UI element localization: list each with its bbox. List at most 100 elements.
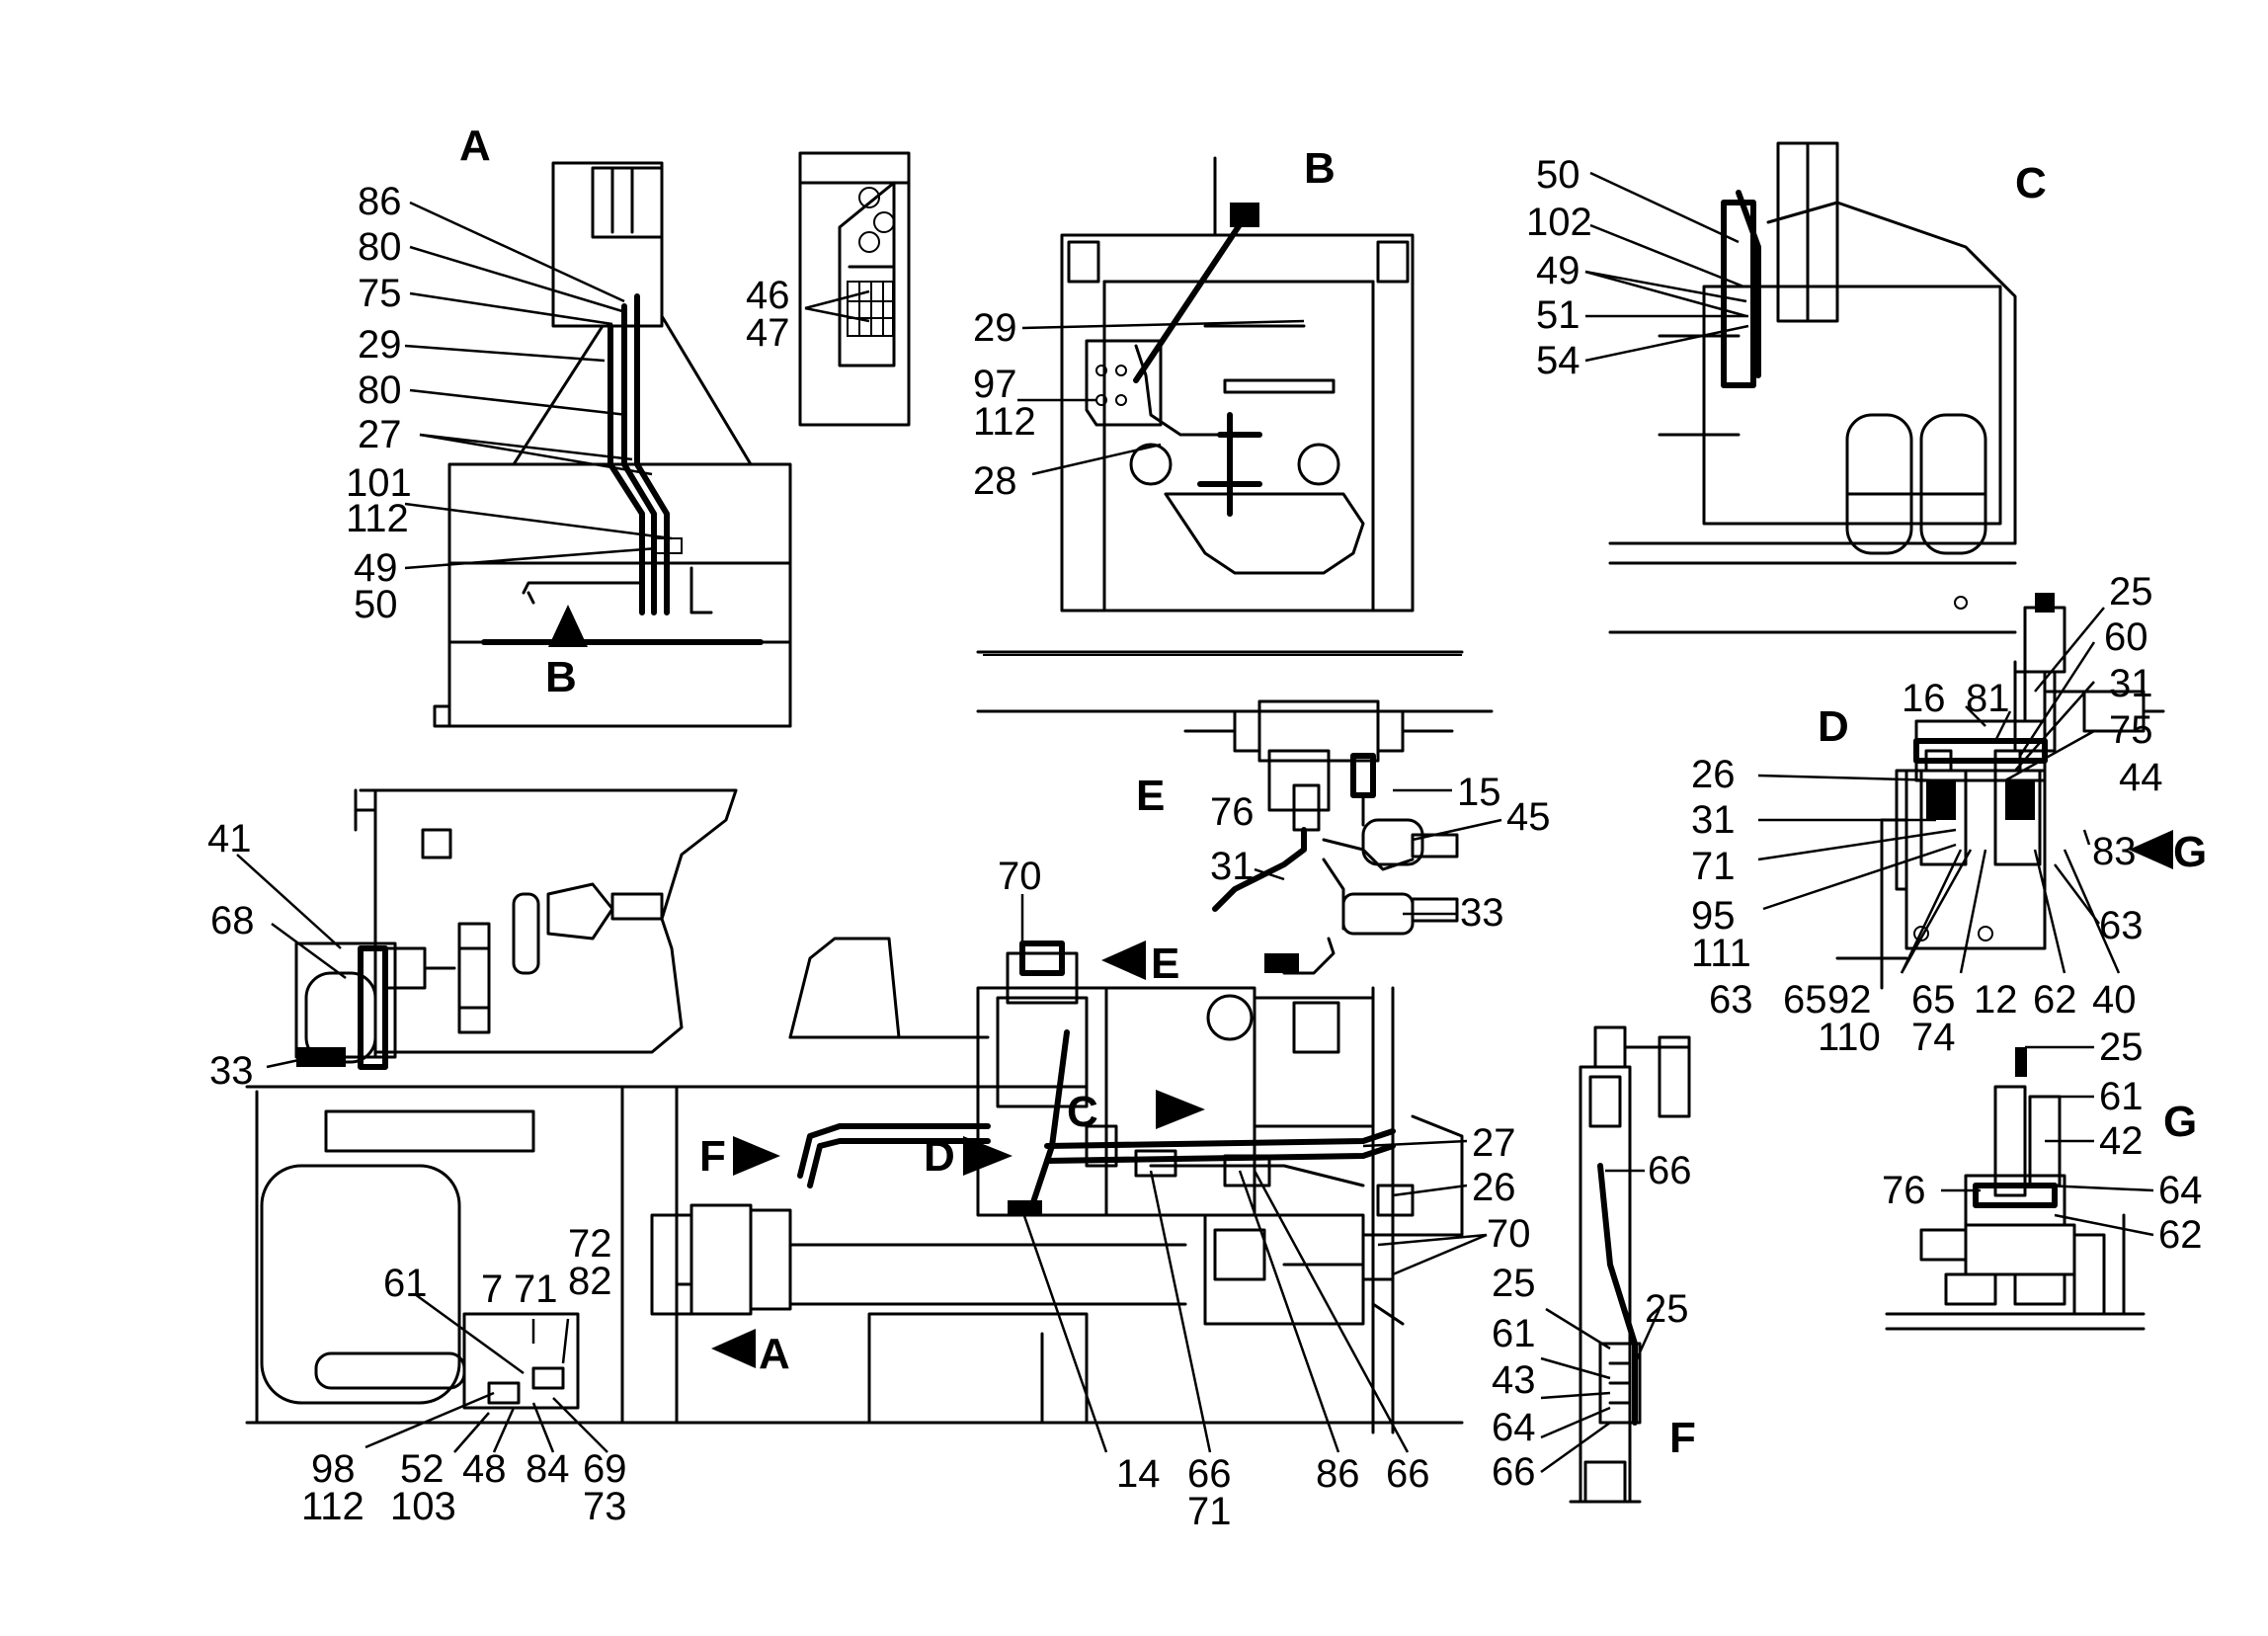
callout: 14 [1116,1452,1161,1496]
callout: 95 [1691,894,1736,938]
callout: 70 [998,855,1042,898]
callout: 45 [1506,795,1551,839]
view-marker-arrows [548,605,2173,1368]
view-f-callouts: 66 25 25 61 43 64 66 [1492,1149,1692,1494]
side-view-drawing [294,788,738,1070]
callout: 112 [346,497,409,540]
callout: 101 [346,461,412,505]
callout: 15 [1457,771,1501,814]
main-view-drawing [245,650,1494,1434]
marker-c-label: C [1067,1088,1098,1136]
view-c-callouts: 50 102 49 51 54 [1526,153,1592,382]
callout: 71 [514,1268,558,1311]
callout: 111 [1691,932,1751,975]
callout: 29 [973,306,1017,350]
callout: 25 [1645,1287,1689,1331]
callout: 50 [354,583,398,626]
view-f-label: F [1669,1414,1696,1462]
callout: 112 [301,1485,364,1528]
callout: 46 [746,274,790,317]
callout: 27 [358,413,402,456]
callout: 29 [358,323,402,367]
callout: 41 [207,817,252,860]
cab-area-callouts: 72 82 61 7 71 98 112 52 103 48 84 69 73 [301,1222,627,1528]
callout: 61 [2099,1075,2144,1118]
view-g-callouts: 25 61 42 76 64 62 [1882,1025,2203,1257]
marker-b-label: B [545,653,577,701]
callout: 40 [2092,978,2137,1022]
view-e-callouts: 15 76 45 31 33 [1210,771,1551,935]
marker-d-arrow [963,1136,1012,1176]
view-c-drawing [1608,141,2017,634]
callout: 76 [1882,1169,1926,1212]
callout: 71 [1187,1490,1232,1533]
callout: 65 [1783,978,1827,1022]
callout: 61 [383,1262,428,1305]
callout: 102 [1526,201,1592,244]
view-a-inset-drawing [798,151,911,427]
callout: 80 [358,225,402,269]
marker-g-label: G [2173,828,2207,876]
callout: 62 [2033,978,2077,1022]
callout: 63 [2099,904,2144,947]
marker-g-arrow [2129,830,2173,869]
callout: 70 [1487,1212,1531,1256]
callout: 66 [1386,1452,1430,1496]
callout: 68 [210,899,255,942]
leader-lines [236,171,2154,1474]
view-b-drawing [1060,156,1415,613]
callout: 26 [1472,1166,1516,1209]
marker-c-arrow [1156,1090,1205,1129]
callout: 33 [1460,891,1504,935]
callout: 112 [973,400,1036,444]
view-b-callouts: 29 97 112 28 [973,306,1036,503]
callout: 66 [1187,1452,1232,1496]
callout: 73 [583,1485,627,1528]
callout: 80 [358,368,402,412]
marker-b-arrow [548,605,588,647]
callout: 31 [1691,798,1736,842]
callout: 26 [1691,753,1736,796]
callout: 82 [568,1260,612,1303]
callout: 63 [1709,978,1753,1022]
callout: 71 [1691,845,1736,888]
view-f-drawing [1569,1025,1691,1504]
callout: 33 [209,1049,254,1093]
callout: 97 [973,363,1017,406]
view-labels: A B C D E F G [459,122,2197,1462]
callout: 75 [2109,708,2153,752]
callout: 92 [1827,978,1872,1022]
view-e-label: E [1136,772,1165,820]
marker-a-label: A [759,1330,790,1378]
callout: 62 [2158,1213,2203,1257]
callout: 72 [568,1222,612,1266]
view-a-callouts: 86 80 75 29 80 27 101 112 49 50 [346,180,412,626]
view-d-label: D [1818,702,1849,751]
marker-e-arrow [1101,941,1146,980]
view-g-label: G [2163,1098,2197,1146]
callout: 64 [2158,1169,2203,1212]
callout: 76 [1210,790,1255,834]
callout: 110 [1818,1016,1881,1059]
callout: 49 [354,546,398,590]
callout: 44 [2119,756,2163,799]
callout: 51 [1536,293,1580,337]
view-a-drawing [433,161,792,728]
callout: 25 [2099,1025,2144,1069]
callout: 75 [358,272,402,315]
callout: 83 [2092,830,2137,873]
callout: 27 [1472,1121,1516,1165]
main-view-callouts: 70 27 26 70 14 66 71 86 66 [998,855,1531,1533]
callout: 48 [462,1447,507,1491]
callout: 65 [1911,978,1956,1022]
callout: 52 [400,1447,445,1491]
callout: 31 [1210,845,1255,888]
callout: 61 [1492,1312,1536,1355]
view-c-label: C [2015,159,2047,207]
callout: 25 [1492,1262,1536,1305]
marker-e-label: E [1151,940,1179,988]
view-d-callouts: 25 60 31 75 44 16 81 26 31 71 95 111 83 … [1691,570,2163,1059]
view-a-label: A [459,122,491,170]
callout: 7 [481,1268,503,1311]
